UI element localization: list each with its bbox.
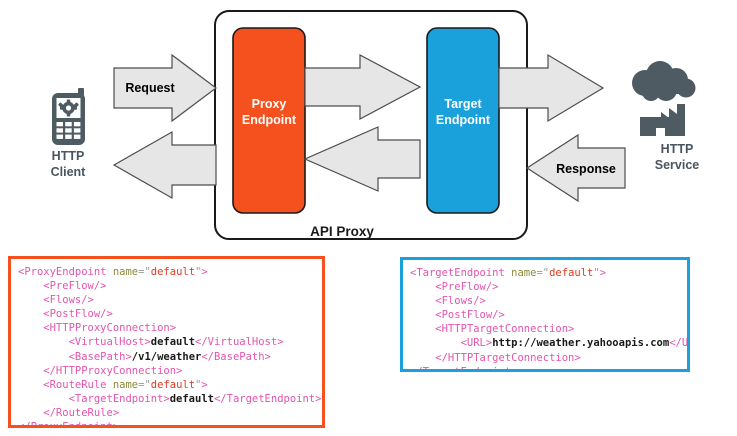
code-line: </HTTPProxyConnection> <box>18 364 322 378</box>
target-endpoint-code-block: <TargetEndpoint name="default"> <PreFlow… <box>400 257 690 372</box>
code-line: <TargetEndpoint>default</TargetEndpoint> <box>18 392 322 406</box>
proxy-endpoint-code-block: <ProxyEndpoint name="default"> <PreFlow/… <box>8 256 325 428</box>
code-token: name <box>112 378 139 391</box>
code-token: default <box>150 266 196 278</box>
code-token: =" <box>536 267 550 279</box>
code-line: <RouteRule name="default"> <box>18 378 322 392</box>
http-service-label-line2: Service <box>655 158 700 172</box>
request-arrow <box>113 53 217 123</box>
target-to-proxy-arrow <box>303 126 421 192</box>
code-token: </HTTPProxyConnection> <box>18 364 183 377</box>
code-token: </TargetEndpoint> <box>410 365 518 372</box>
code-line: <PreFlow/> <box>18 279 322 293</box>
client-response-arrow <box>112 130 217 200</box>
code-line: <HTTPProxyConnection> <box>18 321 322 335</box>
code-line: <URL>http://weather.yahooapis.com</URL> <box>410 336 687 350</box>
code-token: > <box>201 266 208 278</box>
code-token: default <box>150 336 196 349</box>
code-token: <Flows/> <box>410 295 486 308</box>
code-line: </TargetEndpoint> <box>410 365 687 372</box>
code-line: </RouteRule> <box>18 406 322 420</box>
request-arrow-label: Request <box>125 81 175 95</box>
code-token: http://weather.yahooapis.com <box>492 337 670 350</box>
code-line: </HTTPTargetConnection> <box>410 351 687 365</box>
code-token: <TargetEndpoint> <box>18 392 170 405</box>
factory-cloud-icon <box>632 61 696 136</box>
code-token: > <box>201 378 208 391</box>
code-token: </TargetEndpoint> <box>213 392 322 405</box>
proxy-endpoint-box <box>232 27 306 214</box>
code-line: <VirtualHost>default</VirtualHost> <box>18 335 322 349</box>
api-proxy-container-label: API Proxy <box>310 224 374 239</box>
code-token: <PostFlow/> <box>18 308 113 321</box>
code-token: =" <box>138 266 151 278</box>
code-token: </ProxyEndpoint> <box>18 421 120 428</box>
api-proxy-diagram: HTTP Client HTTP Service API Proxy Requ <box>51 10 700 240</box>
code-token: </VirtualHost> <box>195 336 284 349</box>
code-token: default <box>150 378 196 391</box>
target-endpoint-label-line2: Endpoint <box>436 113 491 127</box>
code-token: <VirtualHost> <box>18 336 151 349</box>
http-client-label-line2: Client <box>51 165 87 179</box>
proxy-endpoint-label-line2: Endpoint <box>242 113 297 127</box>
target-endpoint-box <box>426 27 500 214</box>
code-token: <Flows/> <box>18 294 94 307</box>
response-arrow <box>525 133 626 203</box>
code-line: <TargetEndpoint name="default"> <box>410 266 687 280</box>
code-token: name <box>511 267 537 279</box>
code-token: =" <box>138 378 151 391</box>
code-token: name <box>112 266 139 278</box>
code-line: <BasePath>/v1/weather</BasePath> <box>18 350 322 364</box>
code-token: <HTTPTargetConnection> <box>410 323 575 336</box>
mobile-phone-gear-icon <box>52 88 85 145</box>
code-token: " <box>195 378 202 391</box>
code-token: </BasePath> <box>201 350 271 363</box>
code-line: <Flows/> <box>18 293 322 307</box>
code-token: default <box>169 392 214 405</box>
code-token: <PostFlow/> <box>410 309 505 322</box>
code-line: <PostFlow/> <box>410 308 687 322</box>
code-line: <ProxyEndpoint name="default"> <box>18 265 322 279</box>
code-token: <URL> <box>410 337 493 350</box>
code-token: <PreFlow/> <box>18 280 107 293</box>
http-client-label-line1: HTTP <box>52 149 85 163</box>
code-token: > <box>599 267 607 279</box>
code-token: " <box>593 267 600 279</box>
code-token: <ProxyEndpoint <box>18 266 113 278</box>
code-token: <RouteRule <box>18 378 113 391</box>
code-token: </URL> <box>669 337 689 350</box>
proxy-to-target-arrow <box>304 54 422 120</box>
code-token: <HTTPProxyConnection> <box>18 322 177 335</box>
code-line: <PostFlow/> <box>18 307 322 321</box>
code-line: <PreFlow/> <box>410 280 687 294</box>
code-token: /v1/weather <box>131 350 202 363</box>
code-token: <TargetEndpoint <box>410 267 512 279</box>
code-line: <Flows/> <box>410 294 687 308</box>
code-line: </ProxyEndpoint> <box>18 420 322 428</box>
target-endpoint-label-line1: Target <box>444 97 482 111</box>
code-token: </RouteRule> <box>18 406 120 419</box>
code-token: </HTTPTargetConnection> <box>410 351 581 364</box>
code-token: <PreFlow/> <box>410 281 499 294</box>
target-to-service-arrow <box>498 53 605 123</box>
code-token: <BasePath> <box>18 350 132 363</box>
http-service-label-line1: HTTP <box>661 142 694 156</box>
code-token: default <box>549 267 594 279</box>
response-arrow-label: Response <box>556 162 616 176</box>
proxy-endpoint-label-line1: Proxy <box>252 97 287 111</box>
code-token: " <box>195 266 202 278</box>
code-line: <HTTPTargetConnection> <box>410 322 687 336</box>
